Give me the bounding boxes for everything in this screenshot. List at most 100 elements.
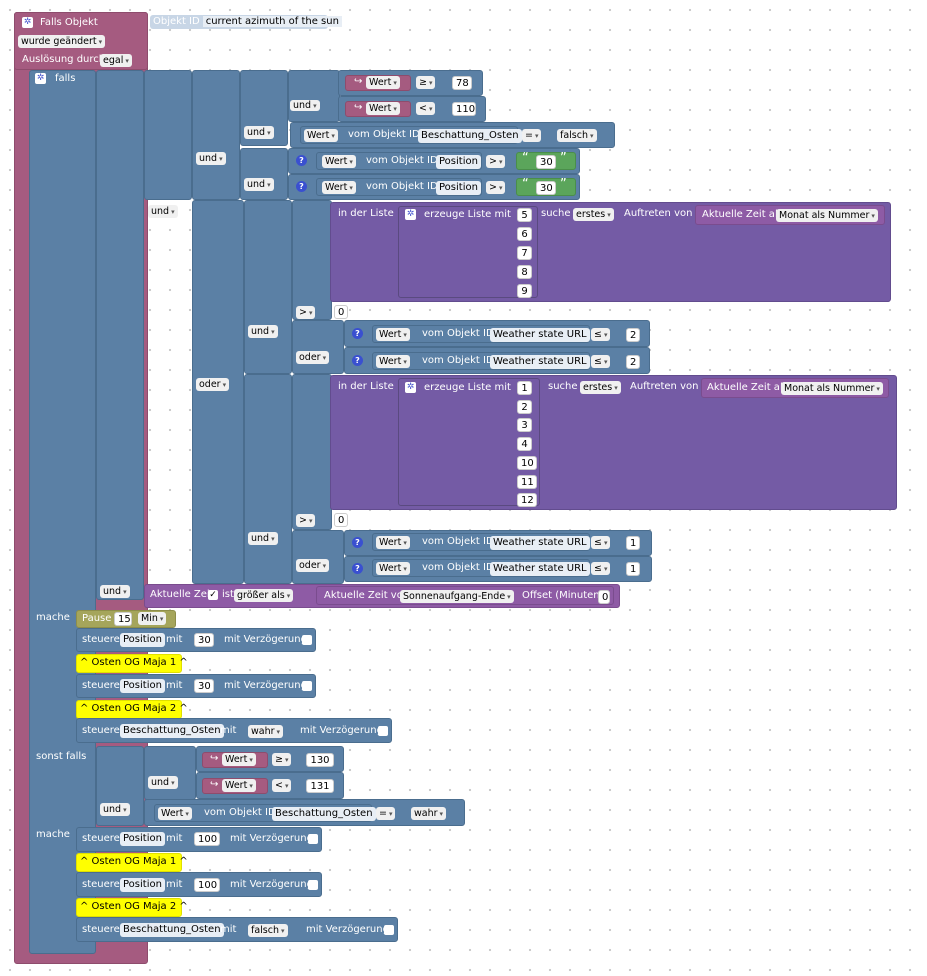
number-input[interactable]: 110 <box>452 102 476 116</box>
and-dropdown[interactable]: und▾ <box>196 152 226 165</box>
list-item-2[interactable]: 2 <box>517 400 532 414</box>
value-dropdown[interactable]: Wert▾ <box>222 779 256 792</box>
month-dropdown[interactable]: Monat als Nummer▾ <box>781 382 883 395</box>
operator-dropdown[interactable]: ≤▾ <box>591 328 611 341</box>
and-column-3[interactable] <box>192 70 240 200</box>
or-dropdown[interactable]: oder▾ <box>296 351 330 364</box>
or-column-weather1[interactable] <box>292 320 344 374</box>
comment-block[interactable] <box>76 654 182 673</box>
delay-checkbox[interactable] <box>302 681 312 691</box>
operator-dropdown[interactable]: >▾ <box>296 306 316 319</box>
first-dropdown[interactable]: erstes▾ <box>573 208 614 221</box>
and-column-5[interactable] <box>288 70 340 122</box>
help-icon[interactable]: ? <box>296 181 307 192</box>
gear-icon[interactable]: ✲ <box>405 209 416 220</box>
value-dropdown[interactable]: Wert▾ <box>376 536 410 549</box>
value-dropdown[interactable]: Wert▾ <box>322 181 356 194</box>
comment-block[interactable] <box>76 898 182 917</box>
create-list-block-2[interactable] <box>398 378 540 506</box>
list-item-1[interactable]: 1 <box>517 381 532 395</box>
list-item-5[interactable]: 9 <box>517 284 532 298</box>
and-column-month1[interactable] <box>244 200 292 374</box>
unit-dropdown[interactable]: Min▾ <box>138 612 167 625</box>
and-column-2[interactable] <box>144 70 192 200</box>
operator-dropdown[interactable]: =▾ <box>376 807 396 820</box>
value-dropdown[interactable]: Wert▾ <box>376 562 410 575</box>
value-input[interactable]: 100 <box>194 832 220 846</box>
value-input[interactable]: 30 <box>194 679 214 693</box>
and-column-else-2[interactable] <box>144 746 196 800</box>
string-input[interactable]: 30 <box>536 155 556 169</box>
value-dropdown[interactable]: Wert▾ <box>222 753 256 766</box>
string-input[interactable]: 30 <box>536 181 556 195</box>
list-item-5[interactable]: 10 <box>517 456 537 470</box>
list-item-3[interactable]: 7 <box>517 246 532 260</box>
object-id-field[interactable]: Weather state URL <box>490 562 590 576</box>
offset-input[interactable]: 0 <box>598 590 610 604</box>
value-dropdown[interactable]: Wert▾ <box>366 76 400 89</box>
and-dropdown[interactable]: und▾ <box>248 532 278 545</box>
value-dropdown[interactable]: Wert▾ <box>376 355 410 368</box>
and-dropdown[interactable]: und▾ <box>148 776 178 789</box>
operator-dropdown[interactable]: ≤▾ <box>591 355 611 368</box>
number-input[interactable]: 131 <box>306 779 334 793</box>
delay-checkbox[interactable] <box>384 925 394 935</box>
and-dropdown[interactable]: und▾ <box>244 126 274 139</box>
operator-dropdown[interactable]: ≥▾ <box>416 76 436 89</box>
value-dropdown[interactable]: Wert▾ <box>304 129 338 142</box>
operator-dropdown[interactable]: ≥▾ <box>272 753 292 766</box>
compare-dropdown[interactable]: größer als▾ <box>234 589 294 602</box>
object-id-field[interactable]: Weather state URL <box>490 328 590 342</box>
first-dropdown[interactable]: erstes▾ <box>580 381 621 394</box>
operator-dropdown[interactable]: ≤▾ <box>591 562 611 575</box>
object-id-field[interactable]: Position <box>120 832 165 846</box>
or-dropdown[interactable]: oder▾ <box>296 559 330 572</box>
help-icon[interactable]: ? <box>296 155 307 166</box>
operator-dropdown[interactable]: >▾ <box>486 155 506 168</box>
number-input[interactable]: 1 <box>626 536 640 550</box>
list-item-4[interactable]: 8 <box>517 265 532 279</box>
help-icon[interactable]: ? <box>352 328 363 339</box>
compare-column-month2[interactable] <box>292 374 332 530</box>
object-id-field[interactable]: Weather state URL <box>490 536 590 550</box>
gear-icon[interactable]: ✲ <box>35 73 46 84</box>
compare-column-month1[interactable] <box>292 200 332 320</box>
gear-icon[interactable]: ✲ <box>405 382 416 393</box>
value-dropdown[interactable]: Wert▾ <box>158 807 192 820</box>
object-id-field[interactable]: Beschattung_Osten <box>120 724 224 738</box>
object-id-field[interactable]: Beschattung_Osten <box>272 807 376 821</box>
list-item-2[interactable]: 6 <box>517 227 532 241</box>
bool-dropdown[interactable]: wahr▾ <box>248 725 284 738</box>
trigger-dropdown[interactable]: egal▾ <box>100 54 132 67</box>
and-dropdown[interactable]: und▾ <box>100 803 130 816</box>
comment-block[interactable] <box>76 853 182 872</box>
list-item-7[interactable]: 12 <box>517 493 537 507</box>
create-list-block-1[interactable] <box>398 206 538 298</box>
list-item-6[interactable]: 11 <box>517 475 537 489</box>
value-dropdown[interactable]: Wert▾ <box>366 102 400 115</box>
delay-checkbox[interactable] <box>378 726 388 736</box>
value-input[interactable]: 30 <box>194 633 214 647</box>
or-column[interactable] <box>192 200 244 584</box>
value-input[interactable]: 100 <box>194 878 220 892</box>
number-input[interactable]: 130 <box>306 753 334 767</box>
delay-checkbox[interactable] <box>302 635 312 645</box>
operator-dropdown[interactable]: <▾ <box>416 102 436 115</box>
objid-value[interactable]: current azimuth of the sun <box>202 16 342 27</box>
and-column-4[interactable] <box>240 70 288 146</box>
list-item-4[interactable]: 4 <box>517 437 532 451</box>
month-dropdown[interactable]: Monat als Nummer▾ <box>776 209 878 222</box>
gear-icon[interactable]: ✲ <box>22 17 33 28</box>
and-dropdown[interactable]: und▾ <box>290 100 320 111</box>
and-dropdown[interactable]: und▾ <box>148 205 178 218</box>
check-icon[interactable]: ✓ <box>208 590 218 600</box>
bool-dropdown[interactable]: wahr▾ <box>411 807 447 820</box>
object-id-field[interactable]: Weather state URL <box>490 355 590 369</box>
number-input[interactable]: 0 <box>334 513 348 527</box>
operator-dropdown[interactable]: <▾ <box>272 779 292 792</box>
operator-dropdown[interactable]: ≤▾ <box>591 536 611 549</box>
changed-dropdown[interactable]: wurde geändert▾ <box>18 35 106 48</box>
object-id-field[interactable]: Beschattung_Osten <box>418 129 522 143</box>
pause-input[interactable]: 15 <box>114 612 132 626</box>
